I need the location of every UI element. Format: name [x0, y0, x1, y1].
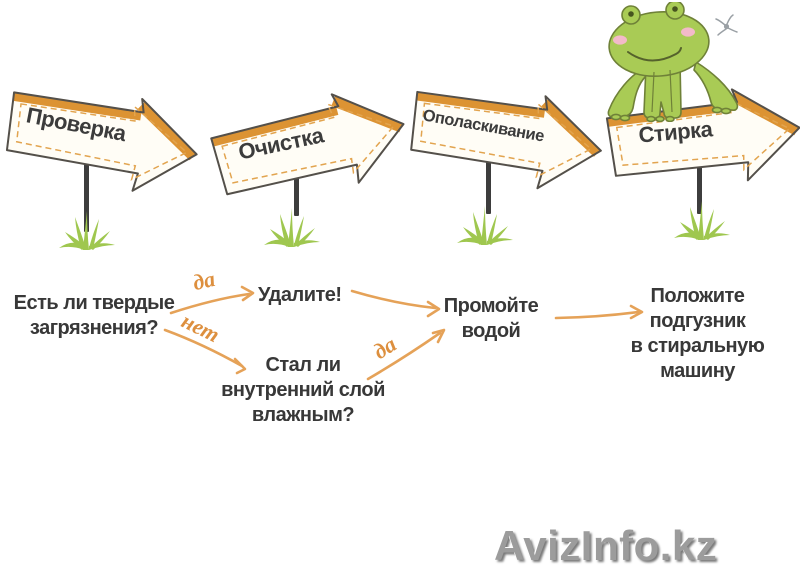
node-put-in-machine: Положите подгузник в стиральную машину	[630, 285, 765, 382]
fly-icon	[715, 14, 738, 36]
grass-icon	[457, 206, 513, 245]
grass-icon	[59, 211, 115, 250]
frog-illustration	[607, 2, 739, 122]
grass-icon	[674, 201, 730, 240]
watermark-avizinfo: AvizInfo.kz	[494, 522, 718, 569]
node-remove: Удалите!	[258, 284, 342, 306]
signpost-pole	[84, 160, 89, 232]
signpost-pole	[486, 150, 491, 214]
node-question-solid-dirt: Есть ли твердые загрязнения?	[13, 292, 175, 339]
branch-label-yes-1: да	[190, 265, 218, 296]
grass-icon	[264, 208, 320, 247]
signpost-pole	[697, 148, 702, 214]
sign-check: Проверка	[0, 72, 209, 204]
signpost-pole	[294, 158, 299, 216]
branch-label-no: нет	[177, 307, 224, 348]
node-question-inner-layer: Стал ли внутренний слой влажным?	[221, 354, 385, 426]
node-rinse-with-water: Промойте водой	[443, 295, 539, 342]
arrow-yes-to-remove	[169, 292, 251, 315]
sign-rinsing: Ополаскивание	[399, 71, 613, 200]
sign-cleaning: Очистка	[202, 78, 418, 213]
